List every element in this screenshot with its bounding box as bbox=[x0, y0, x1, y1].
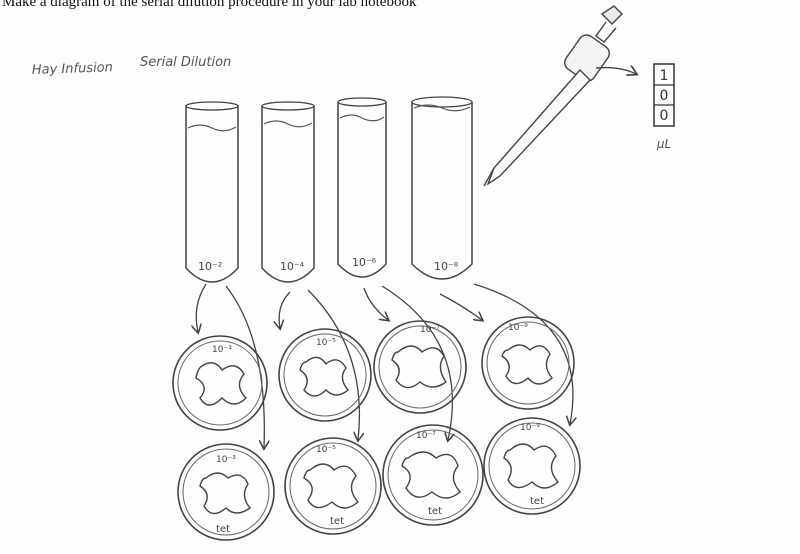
pipette-icon bbox=[483, 5, 636, 187]
plate-bottom-4: 10⁻⁹ tet bbox=[483, 417, 581, 515]
plate-bottom-3-label: 10⁻⁷ bbox=[416, 431, 436, 441]
volume-unit: µL bbox=[656, 137, 671, 151]
tube-3-label: 10⁻⁶ bbox=[352, 256, 377, 269]
plate-top-4-label: 10⁻⁹ bbox=[508, 323, 528, 333]
volume-display: 1 0 0 µL bbox=[653, 63, 675, 151]
plate-bottom-2-tag: tet bbox=[330, 516, 344, 527]
heading-serial-dilution: Serial Dilution bbox=[140, 55, 231, 70]
plate-bottom-1: 10⁻³ tet bbox=[177, 443, 275, 541]
tube-2: 10⁻⁴ bbox=[261, 101, 315, 283]
plate-top-3: 10⁻⁷ bbox=[373, 320, 467, 414]
plate-bottom-2: 10⁻⁵ tet bbox=[284, 437, 382, 535]
volume-digit-2: 0 bbox=[660, 88, 669, 104]
volume-digit-3: 0 bbox=[660, 108, 669, 124]
plate-top-2-label: 10⁻⁵ bbox=[316, 338, 336, 348]
tube-4-label: 10⁻⁸ bbox=[434, 260, 459, 273]
plate-bottom-1-label: 10⁻³ bbox=[216, 455, 236, 465]
tube-1-label: 10⁻² bbox=[198, 260, 222, 273]
plate-top-3-label: 10⁻⁷ bbox=[420, 325, 440, 335]
tube-4: 10⁻⁸ bbox=[411, 96, 473, 280]
assignment-prompt: Make a diagram of the serial dilution pr… bbox=[2, 0, 417, 10]
volume-digit-1: 1 bbox=[660, 68, 669, 84]
plate-top-1-label: 10⁻³ bbox=[212, 345, 232, 355]
plate-top-4: 10⁻⁹ bbox=[481, 316, 575, 410]
plate-bottom-4-label: 10⁻⁹ bbox=[520, 423, 540, 433]
tube-3: 10⁻⁶ bbox=[337, 97, 387, 278]
plate-bottom-2-label: 10⁻⁵ bbox=[316, 445, 336, 455]
tube-1: 10⁻² bbox=[185, 101, 239, 283]
heading-hay-infusion: Hay Infusion bbox=[32, 60, 114, 78]
plate-top-1: 10⁻³ bbox=[172, 335, 268, 431]
plate-bottom-1-tag: tet bbox=[216, 524, 230, 535]
tube-2-label: 10⁻⁴ bbox=[280, 260, 305, 273]
transfer-arrows bbox=[196, 283, 573, 448]
plate-top-2: 10⁻⁵ bbox=[278, 328, 372, 422]
plate-bottom-4-tag: tet bbox=[530, 496, 544, 507]
plate-bottom-3: 10⁻⁷ tet bbox=[382, 424, 484, 526]
plate-bottom-3-tag: tet bbox=[428, 506, 442, 517]
